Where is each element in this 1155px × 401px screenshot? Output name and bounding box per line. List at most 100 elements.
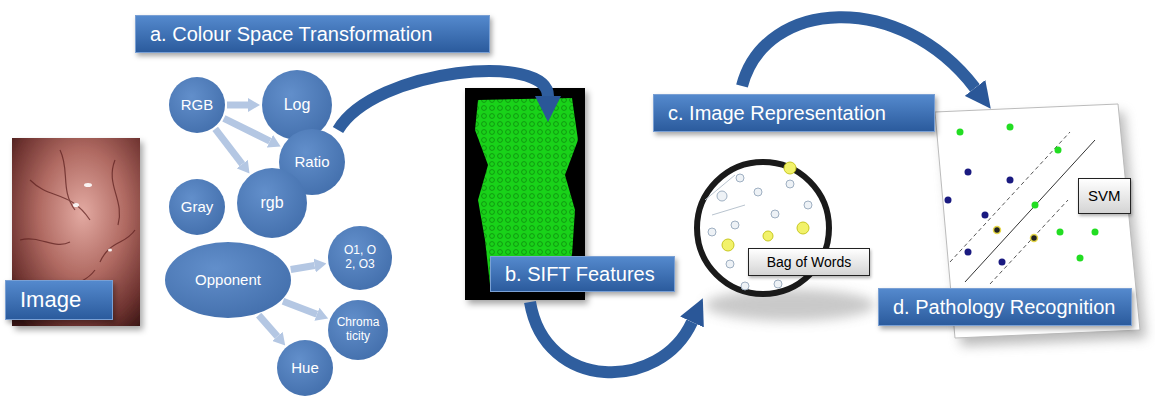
colour-space-circle-shape xyxy=(237,168,307,238)
light-reflection xyxy=(108,249,112,252)
colour-space-circle-shape xyxy=(169,179,225,235)
endoscopy-photo xyxy=(12,138,140,326)
class-point xyxy=(1007,177,1014,184)
light-reflection xyxy=(73,203,79,207)
endoscopy-photo xyxy=(12,138,140,326)
class-point xyxy=(957,129,964,136)
process-arrow xyxy=(338,71,548,130)
colour-space-circle: Hue xyxy=(277,340,333,396)
image-banner: Image xyxy=(5,280,113,320)
blood-vessel xyxy=(60,150,75,210)
connector-arrow xyxy=(283,301,317,314)
colour-space-circle-text: rgb xyxy=(260,194,283,212)
support-vector xyxy=(1031,235,1038,242)
blood-vessel xyxy=(112,160,119,225)
cluster-centre xyxy=(722,239,734,251)
step-banner: b. SIFT Features xyxy=(490,256,675,292)
process-arrow xyxy=(530,302,692,372)
colour-space-ellipse: Opponent xyxy=(165,242,291,318)
blood-vessel xyxy=(20,150,135,300)
class-point xyxy=(982,212,989,219)
visual-word-point xyxy=(736,174,744,182)
visual-word-point xyxy=(717,191,727,201)
colour-space-circle-text: O1, O2, O3 xyxy=(343,244,377,272)
cluster-centre xyxy=(784,162,796,174)
class-point xyxy=(999,259,1006,266)
visual-word-point xyxy=(731,221,739,229)
image-banner-text: Image xyxy=(20,287,81,312)
colour-space-circle-text: Chromaticity xyxy=(336,316,380,344)
step-banner: d. Pathology Recognition xyxy=(878,288,1132,326)
visual-word-point xyxy=(708,228,716,236)
colour-space-circle-shape xyxy=(262,70,332,140)
visual-word-line xyxy=(705,175,745,215)
class-point xyxy=(945,169,1014,266)
colour-space-ellipse-shape xyxy=(165,242,291,318)
connector-arrow xyxy=(259,315,278,336)
class-point xyxy=(945,197,952,204)
visual-word-point xyxy=(804,201,812,209)
class-point xyxy=(965,169,972,176)
svm-box-text: SVM xyxy=(1088,187,1121,204)
class-point xyxy=(1032,202,1039,209)
cluster-centre xyxy=(722,162,809,251)
class-point xyxy=(1077,255,1084,262)
cluster-centre xyxy=(797,222,809,234)
colour-space-circle-shape xyxy=(328,226,392,290)
step-banner-text: b. SIFT Features xyxy=(505,263,655,286)
support-vector xyxy=(994,227,1038,242)
cluster-centre xyxy=(763,231,773,241)
connector-arrow xyxy=(227,102,248,109)
visual-word-point xyxy=(786,180,794,188)
colour-space-circle-text: Gray xyxy=(181,198,214,215)
connector-arrow xyxy=(215,129,242,164)
colour-space-circle-text: RGB xyxy=(181,96,214,113)
connector-arrow xyxy=(224,118,270,141)
magnifier xyxy=(697,162,875,321)
separating-hyperplane xyxy=(965,140,1095,282)
visual-word-point xyxy=(771,210,779,218)
colour-space-circle-text: Hue xyxy=(291,359,319,376)
class-point xyxy=(1055,147,1062,154)
colour-space-circle-text: Ratio xyxy=(294,153,329,170)
colour-space-circle-text: Log xyxy=(284,96,311,114)
step-banner: c. Image Representation xyxy=(653,94,935,132)
step-banner: a. Colour Space Transformation xyxy=(135,15,490,53)
margin-line xyxy=(950,132,1070,262)
margin-line xyxy=(990,200,1068,284)
colour-space-ellipse-text: Opponent xyxy=(195,271,261,288)
colour-space-circle: Chromaticity xyxy=(328,300,388,360)
step-banner-text: d. Pathology Recognition xyxy=(893,296,1115,319)
class-point xyxy=(1092,229,1099,236)
visual-word-line xyxy=(712,205,745,215)
light-reflection xyxy=(84,183,92,187)
colour-space-circle: Gray xyxy=(169,179,225,235)
bag-of-words-box: Bag of Words xyxy=(748,248,870,276)
colour-space-circle: Log xyxy=(262,70,332,140)
blood-vessel xyxy=(30,180,90,220)
blood-vessel xyxy=(100,230,135,262)
class-point xyxy=(1007,124,1014,131)
step-banner-text: c. Image Representation xyxy=(668,102,886,125)
visual-word-point xyxy=(741,282,749,290)
visual-word-point xyxy=(754,188,762,196)
svm-box: SVM xyxy=(1078,178,1131,214)
visual-word-point xyxy=(774,280,782,288)
colour-space-circle: RGB xyxy=(169,77,225,133)
colour-space-circle-shape xyxy=(277,340,333,396)
colour-space-circle: rgb xyxy=(237,168,307,238)
visual-word-line xyxy=(705,175,735,200)
process-arrow xyxy=(742,17,975,88)
colour-space-circle-shape xyxy=(328,300,388,360)
visual-word-point xyxy=(726,260,734,268)
support-vector xyxy=(994,227,1001,234)
connector-arrow xyxy=(291,266,315,270)
class-point xyxy=(965,249,972,256)
blood-vessel xyxy=(20,239,70,244)
light-reflection xyxy=(73,183,112,252)
colour-space-circle: O1, O2, O3 xyxy=(328,226,392,290)
magnifier-shadow xyxy=(705,289,875,321)
bag-of-words-box-text: Bag of Words xyxy=(767,254,852,270)
